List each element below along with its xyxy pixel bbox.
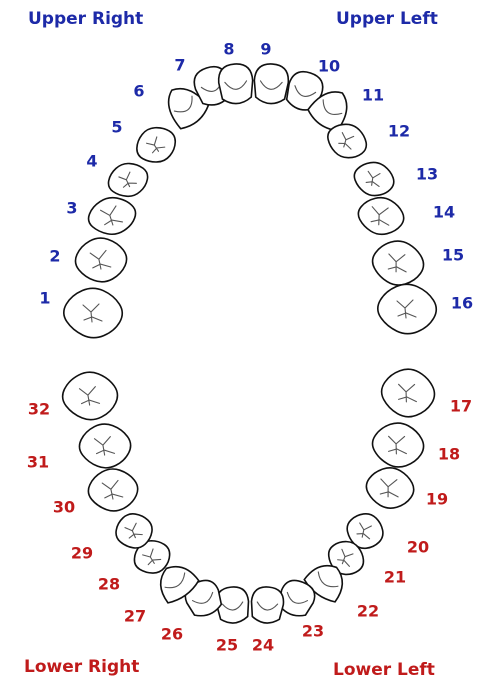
tooth-number-25: 25 [216, 636, 238, 655]
tooth-outline [356, 195, 406, 238]
tooth-number-29: 29 [71, 544, 93, 563]
tooth-number-15: 15 [442, 246, 464, 265]
tooth-number-1: 1 [39, 289, 50, 308]
tooth-number-20: 20 [407, 538, 429, 557]
tooth-31[interactable] [78, 422, 132, 469]
tooth-outline [364, 466, 415, 511]
quadrant-label-lower-left: Lower Left [333, 660, 435, 680]
tooth-13[interactable] [351, 158, 398, 200]
tooth-outline [61, 370, 119, 421]
teeth-layer [61, 63, 436, 625]
tooth-2[interactable] [73, 235, 128, 284]
tooth-number-19: 19 [426, 490, 448, 509]
tooth-4[interactable] [103, 158, 152, 203]
tooth-outline [370, 238, 425, 287]
tooth-32[interactable] [61, 370, 119, 421]
tooth-9[interactable] [253, 63, 290, 105]
tooth-number-14: 14 [433, 203, 455, 222]
tooth-number-18: 18 [438, 445, 460, 464]
tooth-number-6: 6 [133, 82, 144, 101]
tooth-number-17: 17 [450, 397, 472, 416]
tooth-17[interactable] [380, 367, 436, 418]
tooth-number-16: 16 [451, 294, 473, 313]
tooth-outline [64, 288, 122, 337]
tooth-outline [218, 63, 255, 105]
tooth-number-12: 12 [388, 122, 410, 141]
tooth-number-32: 32 [28, 400, 50, 419]
tooth-outline [78, 422, 132, 469]
tooth-8[interactable] [218, 63, 255, 105]
tooth-number-31: 31 [27, 453, 49, 472]
tooth-number-5: 5 [111, 118, 122, 137]
tooth-30[interactable] [86, 467, 140, 514]
tooth-outline [253, 63, 290, 105]
tooth-outline [351, 158, 398, 200]
tooth-number-4: 4 [86, 152, 97, 171]
tooth-number-21: 21 [384, 568, 406, 587]
tooth-outline [85, 193, 139, 239]
tooth-number-2: 2 [49, 247, 60, 266]
tooth-number-26: 26 [161, 625, 183, 644]
tooth-number-3: 3 [66, 199, 77, 218]
tooth-outline [371, 421, 425, 468]
tooth-outline [380, 367, 436, 418]
tooth-19[interactable] [364, 466, 415, 511]
tooth-number-9: 9 [260, 40, 271, 59]
tooth-number-23: 23 [302, 622, 324, 641]
tooth-outline [130, 120, 182, 170]
tooth-number-11: 11 [362, 86, 384, 105]
tooth-number-27: 27 [124, 607, 146, 626]
tooth-18[interactable] [371, 421, 425, 468]
tooth-outline [86, 467, 140, 514]
tooth-1[interactable] [64, 288, 122, 337]
tooth-outline [249, 585, 285, 624]
tooth-16[interactable] [378, 284, 436, 333]
tooth-number-28: 28 [98, 575, 120, 594]
quadrant-label-lower-right: Lower Right [24, 657, 139, 677]
tooth-number-30: 30 [53, 498, 75, 517]
tooth-number-7: 7 [174, 56, 185, 75]
tooth-outline [378, 284, 436, 333]
tooth-number-8: 8 [223, 40, 234, 59]
tooth-outline [103, 158, 152, 203]
tooth-number-22: 22 [357, 602, 379, 621]
tooth-15[interactable] [370, 238, 425, 287]
tooth-outline [73, 235, 128, 284]
tooth-14[interactable] [356, 195, 406, 238]
tooth-24[interactable] [249, 585, 285, 624]
tooth-3[interactable] [85, 193, 139, 239]
tooth-5[interactable] [130, 120, 182, 170]
tooth-number-24: 24 [252, 636, 274, 655]
tooth-number-13: 13 [416, 165, 438, 184]
tooth-number-10: 10 [318, 57, 340, 76]
